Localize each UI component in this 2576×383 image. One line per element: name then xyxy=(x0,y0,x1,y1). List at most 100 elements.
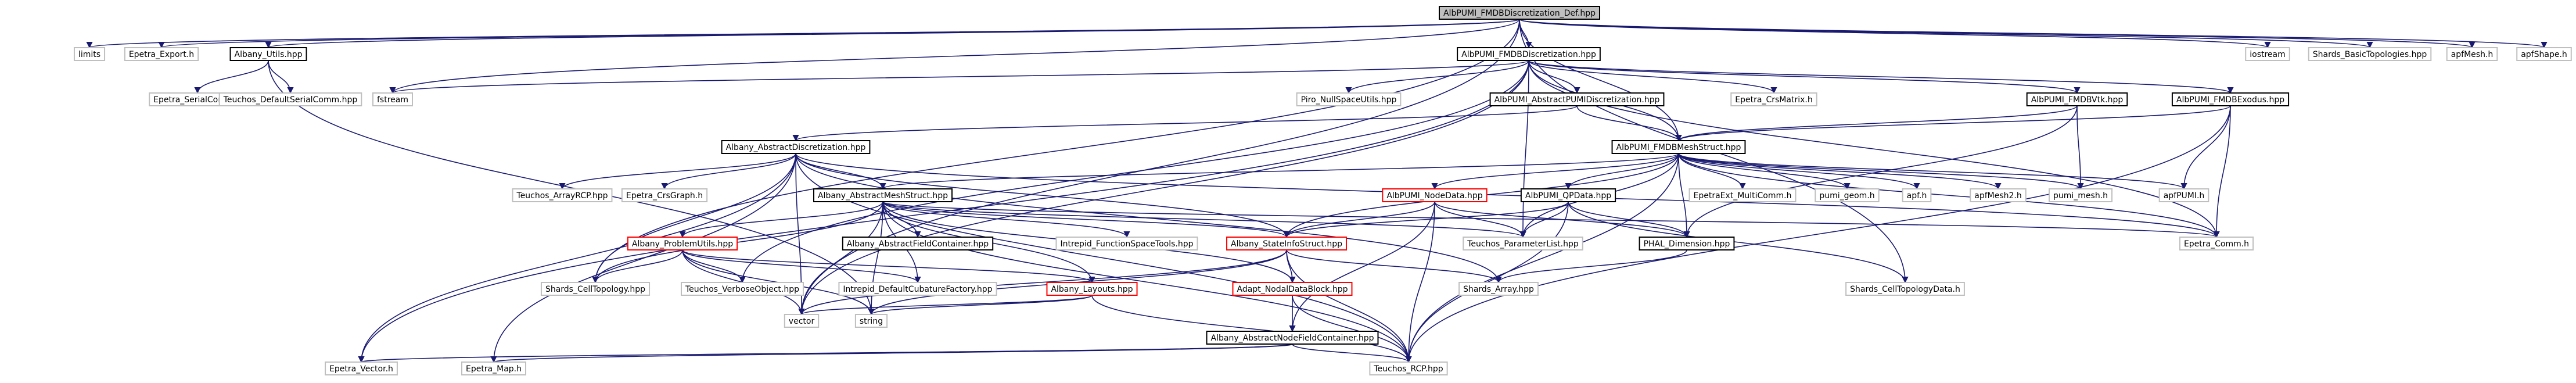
graph-node-albany-layouts[interactable]: Albany_Layouts.hpp xyxy=(1046,282,1138,296)
node-box xyxy=(1457,47,1601,61)
graph-node-fmdb-meshstruct[interactable]: AlbPUMI_FMDBMeshStruct.hpp xyxy=(1611,140,1746,154)
edge-fmdb-meshstruct-to-epetraext-multi xyxy=(1678,153,1746,190)
graph-node-shards-basic[interactable]: Shards_BasicTopologies.hpp xyxy=(2308,47,2432,61)
edge-fmdb-disc-to-piro-null xyxy=(1345,60,1529,94)
node-box xyxy=(1520,188,1616,202)
edge-phal-dimension-to-shards-array xyxy=(1495,249,1687,284)
graph-node-intrepid-cubature[interactable]: Intrepid_DefaultCubatureFactory.hpp xyxy=(838,282,997,296)
node-box xyxy=(1845,282,1965,296)
node-label: PHAL_Dimension.hpp xyxy=(1644,239,1730,249)
edge-nodedata-to-teuchos-rcp xyxy=(1405,201,1435,363)
graph-node-shards-celltopology[interactable]: Shards_CellTopology.hpp xyxy=(540,282,651,296)
graph-node-root[interactable]: AlbPUMI_FMDBDiscretization_Def.hpp xyxy=(1438,6,1601,20)
graph-node-teuchos-rcp[interactable]: Teuchos_RCP.hpp xyxy=(1369,361,1448,375)
edge-fmdb-meshstruct-to-albany-abstract-mesh xyxy=(879,153,1679,190)
graph-node-limits[interactable]: limits xyxy=(73,47,106,61)
graph-node-nodedata[interactable]: AlbPUMI_NodeData.hpp xyxy=(1382,188,1488,202)
node-box xyxy=(1382,188,1488,202)
edge-adapt-nodal-to-teuchos-rcp xyxy=(1292,295,1412,363)
edge-albany-abstract-mesh-to-problem-utils xyxy=(679,201,883,238)
graph-node-teuchos-verbose[interactable]: Teuchos_VerboseObject.hpp xyxy=(681,282,804,296)
graph-node-intrepid-fst[interactable]: Intrepid_FunctionSpaceTools.hpp xyxy=(1055,237,1198,250)
node-label: Albany_AbstractNodeFieldContainer.hpp xyxy=(1211,334,1374,343)
graph-node-fmdb-disc[interactable]: AlbPUMI_FMDBDiscretization.hpp xyxy=(1457,47,1601,61)
graph-node-epetra-vector[interactable]: Epetra_Vector.h xyxy=(325,361,398,375)
edge-albany-abstract-mesh-to-string xyxy=(868,201,883,316)
edge-nodedata-to-stateinfo xyxy=(1283,201,1435,238)
graph-node-teuchos-defserial[interactable]: Teuchos_DefaultSerialComm.hpp xyxy=(218,92,362,106)
edge-fmdb-meshstruct-to-apfpumi xyxy=(1678,153,2187,190)
edge-fmdb-vtk-to-fmdb-meshstruct xyxy=(1675,105,2078,142)
node-label: Intrepid_DefaultCubatureFactory.hpp xyxy=(843,285,992,294)
edge-abstract-nodefield-to-epetra-map xyxy=(491,343,1293,363)
edge-root-to-shards-celltopology xyxy=(592,19,1520,284)
node-label: fstream xyxy=(377,95,408,105)
graph-node-iostream[interactable]: iostream xyxy=(2245,47,2290,61)
graph-node-albany-abstract-disc[interactable]: Albany_AbstractDiscretization.hpp xyxy=(721,140,871,154)
graph-node-epetraext-multi[interactable]: EpetraExt_MultiComm.h xyxy=(1688,188,1797,202)
node-box xyxy=(627,237,738,250)
node-box xyxy=(229,47,307,61)
edge-root-to-fmdb-meshstruct xyxy=(1519,19,1682,142)
node-box xyxy=(2026,92,2128,106)
graph-node-fmdb-vtk[interactable]: AlbPUMI_FMDBVtk.hpp xyxy=(2026,92,2128,106)
graph-node-albany-utils[interactable]: Albany_Utils.hpp xyxy=(229,47,307,61)
graph-node-problem-utils[interactable]: Albany_ProblemUtils.hpp xyxy=(627,237,738,250)
node-label: Albany_Layouts.hpp xyxy=(1051,285,1133,294)
node-box xyxy=(325,361,398,375)
node-label: Teuchos_ArrayRCP.hpp xyxy=(516,191,608,201)
node-label: Albany_AbstractMeshStruct.hpp xyxy=(818,191,948,201)
graph-node-phal-dimension[interactable]: PHAL_Dimension.hpp xyxy=(1639,237,1735,250)
graph-node-albany-abstract-mesh[interactable]: Albany_AbstractMeshStruct.hpp xyxy=(813,188,953,202)
graph-node-teuchos-arrayrcp[interactable]: Teuchos_ArrayRCP.hpp xyxy=(512,188,613,202)
graph-node-stateinfo[interactable]: Albany_StateInfoStruct.hpp xyxy=(1226,237,1347,250)
graph-node-pumi-geom[interactable]: pumi_geom.h xyxy=(1815,188,1880,202)
graph-node-string[interactable]: string xyxy=(854,314,888,328)
graph-node-epetra-crsgraph[interactable]: Epetra_CrsGraph.h xyxy=(621,188,708,202)
edge-albany-layouts-to-vector xyxy=(798,295,1093,316)
graph-node-apfpumi[interactable]: apfPUMI.h xyxy=(2158,188,2209,202)
edge-fmdb-disc-to-abstract-pumi xyxy=(1528,60,1580,94)
node-box xyxy=(2245,47,2290,61)
node-label: apfMesh.h xyxy=(2451,50,2494,59)
edge-albany-abstract-mesh-to-teuchos-paramlist xyxy=(882,201,1526,238)
graph-node-epetra-crsmatrix[interactable]: Epetra_CrsMatrix.h xyxy=(1730,92,1817,106)
graph-node-shards-array[interactable]: Shards_Array.hpp xyxy=(1458,282,1539,296)
graph-node-fmdb-exodus[interactable]: AlbPUMI_FMDBExodus.hpp xyxy=(2171,92,2290,106)
graph-node-epetra-export[interactable]: Epetra_Export.h xyxy=(124,47,199,61)
graph-node-fstream[interactable]: fstream xyxy=(372,92,413,106)
graph-node-epetra-map[interactable]: Epetra_Map.h xyxy=(461,361,527,375)
graph-node-epetra-comm[interactable]: Epetra_Comm.h xyxy=(2179,237,2254,250)
edge-fmdb-meshstruct-to-pumi-geom xyxy=(1678,153,1851,190)
edge-fmdb-meshstruct-to-qpdata xyxy=(1565,153,1679,190)
graph-node-apfmesh2[interactable]: apfMesh2.h xyxy=(1970,188,2027,202)
edge-fmdb-disc-to-teuchos-paramlist xyxy=(1519,60,1529,238)
graph-node-piro-null[interactable]: Piro_NullSpaceUtils.hpp xyxy=(1296,92,1402,106)
graph-node-abstract-pumi[interactable]: AlbPUMI_AbstractPUMIDiscretization.hpp xyxy=(1489,92,1665,106)
graph-node-vector[interactable]: vector xyxy=(784,314,820,328)
edge-stateinfo-to-teuchos-rcp xyxy=(1286,249,1412,363)
node-box xyxy=(1438,6,1601,20)
node-label: EpetraExt_MultiComm.h xyxy=(1694,191,1792,201)
graph-node-apf[interactable]: apf.h xyxy=(1902,188,1932,202)
graph-node-abstract-field[interactable]: Albany_AbstractFieldContainer.hpp xyxy=(842,237,994,250)
edge-abstract-nodefield-to-epetra-vector xyxy=(358,343,1293,363)
graph-node-shards-celltopologydata[interactable]: Shards_CellTopologyData.h xyxy=(1845,282,1965,296)
edge-albany-abstract-mesh-to-shards-celltopology xyxy=(592,201,883,284)
edge-nodedata-to-teuchos-paramlist xyxy=(1434,201,1526,238)
node-box xyxy=(681,282,804,296)
graph-node-apfmesh[interactable]: apfMesh.h xyxy=(2446,47,2498,61)
node-box xyxy=(1611,140,1746,154)
graph-node-qpdata[interactable]: AlbPUMI_QPData.hpp xyxy=(1520,188,1616,202)
graph-node-adapt-nodal[interactable]: Adapt_NodalDataBlock.hpp xyxy=(1232,282,1353,296)
graph-node-apfshape[interactable]: apfShape.h xyxy=(2516,47,2572,61)
graph-node-abstract-nodefield[interactable]: Albany_AbstractNodeFieldContainer.hpp xyxy=(1206,331,1379,345)
node-label: apfMesh2.h xyxy=(1974,191,2021,201)
edge-fmdb-disc-to-epetra-crsmatrix xyxy=(1528,60,1777,94)
node-box xyxy=(784,314,820,328)
graph-node-pumi-mesh[interactable]: pumi_mesh.h xyxy=(2048,188,2113,202)
node-box xyxy=(1055,237,1198,250)
graph-node-teuchos-paramlist[interactable]: Teuchos_ParameterList.hpp xyxy=(1463,237,1583,250)
node-box xyxy=(73,47,106,61)
